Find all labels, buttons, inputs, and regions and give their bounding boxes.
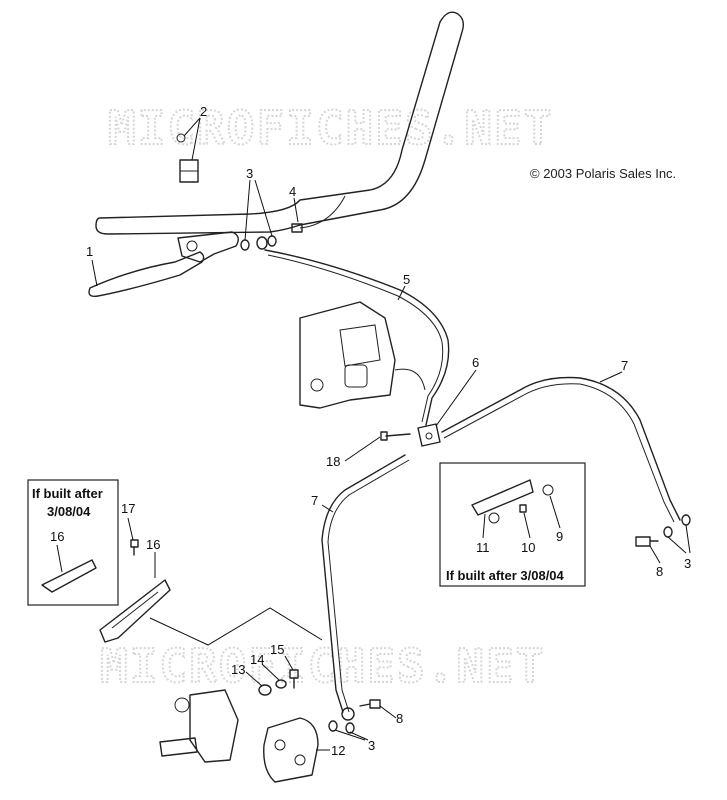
callout-8-bottom: 8 (396, 711, 403, 726)
callout-18: 18 (326, 454, 340, 469)
leader-lines (56, 117, 691, 751)
watermark-top: MICROFICHES.NET (108, 101, 553, 155)
note-box-left (27, 479, 119, 606)
frame-sketch (299, 301, 426, 409)
callout-10: 10 (521, 540, 535, 555)
washers-bottom (328, 720, 355, 734)
callout-16-main: 16 (146, 537, 160, 552)
callout-7-right: 7 (621, 358, 628, 373)
callout-14: 14 (250, 652, 264, 667)
watermark-bottom: MICROFICHES.NET (100, 639, 545, 693)
caliper (263, 717, 319, 783)
callout-12: 12 (331, 743, 345, 758)
callout-11: 11 (476, 540, 490, 555)
callout-17: 17 (121, 501, 135, 516)
note-right: If built after 3/08/04 (446, 568, 565, 583)
brake-lever (88, 231, 239, 298)
callout-13: 13 (231, 662, 245, 677)
callout-16-box: 16 (50, 529, 64, 544)
callout-3-top: 3 (246, 166, 253, 181)
brake-line-right (441, 376, 681, 523)
callout-9: 9 (556, 529, 563, 544)
bracket-16 (99, 579, 171, 643)
guide-lines (149, 607, 323, 646)
callout-4: 4 (289, 184, 296, 199)
switch-wire (291, 195, 346, 233)
callout-1: 1 (86, 244, 93, 259)
bolt-8-bottom (359, 699, 381, 709)
bolt-18 (380, 431, 411, 441)
callout-3-right: 3 (684, 556, 691, 571)
fasteners-13-15 (258, 669, 299, 696)
fittings-right (635, 514, 691, 547)
brake-line-lower (321, 454, 410, 721)
note-left-line1: If built after (32, 486, 103, 501)
note-box-right (439, 462, 586, 587)
callout-6: 6 (472, 355, 479, 370)
junction-block (417, 423, 441, 447)
washers-top (240, 235, 277, 251)
note-left-line2: 3/08/04 (47, 504, 91, 519)
brake-line-upper (264, 249, 450, 426)
callout-5: 5 (403, 272, 410, 287)
callout-8-right: 8 (656, 564, 663, 579)
callout-3-bottom: 3 (368, 738, 375, 753)
callout-2: 2 (200, 104, 207, 119)
handlebar (95, 11, 465, 235)
callout-15: 15 (270, 642, 284, 657)
bolt-17 (130, 539, 139, 556)
copyright-text: © 2003 Polaris Sales Inc. (530, 166, 676, 181)
spindle (159, 689, 239, 763)
callout-7-lower: 7 (311, 493, 318, 508)
